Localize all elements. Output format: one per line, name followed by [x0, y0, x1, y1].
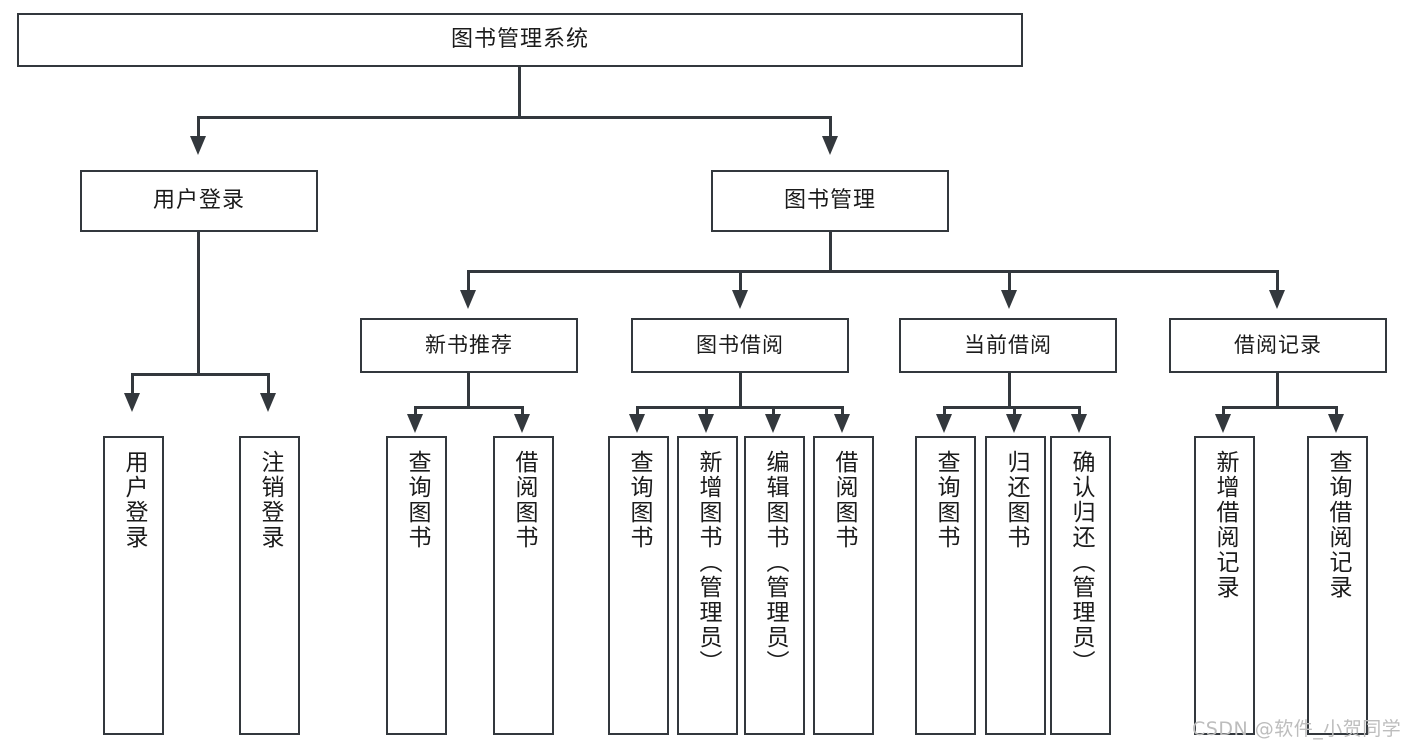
arrow-user-login [190, 136, 206, 155]
connector-drop-book-borrow [739, 270, 742, 292]
connector-borrow-record-stem [1276, 373, 1279, 408]
leaf-currentborrow-return-book[interactable]: 归还图书 [985, 436, 1046, 735]
node-current-borrow[interactable]: 当前借阅 [899, 318, 1117, 373]
connector-drop-new-book [467, 270, 470, 292]
node-label: 当前借阅 [964, 333, 1052, 358]
connector-user-login-bus [131, 373, 269, 376]
connector-drop-leaf-bookborrow-2 [705, 406, 708, 416]
connector-drop-leaf-bookborrow-1 [636, 406, 639, 416]
node-label: 新书推荐 [425, 333, 513, 358]
connector-drop-leaf-user-login-1 [131, 373, 134, 395]
node-label: 注销登录 [257, 450, 283, 550]
node-book-borrow[interactable]: 图书借阅 [631, 318, 849, 373]
connector-level1-bus [197, 116, 832, 119]
node-label: 用户登录 [152, 188, 245, 214]
node-label: 新增借阅记录 [1212, 450, 1238, 600]
connector-drop-user-login [197, 116, 200, 138]
connector-user-login-stem [197, 232, 200, 375]
connector-drop-leaf-currentborrow-3 [1078, 406, 1081, 416]
arrow-book-manage [822, 136, 838, 155]
connector-drop-leaf-bookborrow-4 [841, 406, 844, 416]
leaf-bookborrow-edit-book[interactable]: 编辑图书（管理员） [744, 436, 805, 735]
arrow-leaf-currentborrow-3 [1071, 414, 1087, 433]
connector-drop-leaf-newbook-1 [414, 406, 417, 416]
connector-current-borrow-bus [943, 406, 1078, 409]
node-label: 确认归还（管理员） [1068, 450, 1094, 675]
arrow-leaf-currentborrow-1 [936, 414, 952, 433]
arrow-leaf-user-login-1 [124, 393, 140, 412]
node-label: 查询图书 [626, 450, 652, 550]
leaf-newbook-query-book[interactable]: 查询图书 [386, 436, 447, 735]
connector-drop-book-manage [829, 116, 832, 138]
arrow-leaf-bookborrow-2 [698, 414, 714, 433]
arrow-leaf-bookborrow-3 [765, 414, 781, 433]
connector-drop-leaf-bookborrow-3 [772, 406, 775, 416]
leaf-newbook-borrow-book[interactable]: 借阅图书 [493, 436, 554, 735]
leaf-bookborrow-borrow-book[interactable]: 借阅图书 [813, 436, 874, 735]
node-borrow-record[interactable]: 借阅记录 [1169, 318, 1387, 373]
arrow-leaf-user-login-2 [260, 393, 276, 412]
arrow-leaf-borrowrecord-1 [1215, 414, 1231, 433]
arrow-new-book [460, 290, 476, 309]
node-root-system[interactable]: 图书管理系统 [17, 13, 1023, 67]
connector-drop-leaf-borrowrecord-2 [1335, 406, 1338, 416]
connector-drop-leaf-currentborrow-1 [943, 406, 946, 416]
connector-borrow-record-bus [1222, 406, 1338, 409]
connector-new-book-bus [414, 406, 524, 409]
arrow-leaf-borrowrecord-2 [1328, 414, 1344, 433]
leaf-bookborrow-query-book[interactable]: 查询图书 [608, 436, 669, 735]
leaf-user-login-logout[interactable]: 注销登录 [239, 436, 300, 735]
node-label: 图书管理系统 [450, 27, 589, 53]
connector-level2-bus [467, 270, 1279, 273]
arrow-leaf-currentborrow-2 [1006, 414, 1022, 433]
connector-book-borrow-stem [739, 373, 742, 408]
arrow-leaf-newbook-2 [514, 414, 530, 433]
leaf-borrowrecord-add-record[interactable]: 新增借阅记录 [1194, 436, 1255, 735]
connector-drop-leaf-newbook-2 [521, 406, 524, 416]
arrow-leaf-bookborrow-1 [629, 414, 645, 433]
node-label: 借阅记录 [1234, 333, 1322, 358]
node-label: 借阅图书 [831, 450, 857, 550]
arrow-current-borrow [1001, 290, 1017, 309]
arrow-borrow-record [1269, 290, 1285, 309]
connector-book-borrow-bus [636, 406, 844, 409]
leaf-borrowrecord-query-record[interactable]: 查询借阅记录 [1307, 436, 1368, 735]
node-label: 用户登录 [121, 450, 147, 550]
connector-drop-leaf-user-login-2 [267, 373, 270, 395]
node-label: 编辑图书（管理员） [762, 450, 788, 675]
connector-drop-leaf-borrowrecord-1 [1222, 406, 1225, 416]
node-label: 图书管理 [783, 188, 876, 214]
leaf-currentborrow-query-book[interactable]: 查询图书 [915, 436, 976, 735]
leaf-user-login-login[interactable]: 用户登录 [103, 436, 164, 735]
connector-drop-leaf-currentborrow-2 [1013, 406, 1016, 416]
leaf-currentborrow-confirm-return[interactable]: 确认归还（管理员） [1050, 436, 1111, 735]
node-user-login[interactable]: 用户登录 [80, 170, 318, 232]
node-label: 图书借阅 [696, 333, 784, 358]
connector-drop-borrow-record [1276, 270, 1279, 292]
leaf-bookborrow-add-book[interactable]: 新增图书（管理员） [677, 436, 738, 735]
connector-current-borrow-stem [1008, 373, 1011, 408]
connector-book-manage-stem [829, 232, 832, 272]
node-label: 新增图书（管理员） [695, 450, 721, 675]
arrow-leaf-bookborrow-4 [834, 414, 850, 433]
node-label: 借阅图书 [511, 450, 537, 550]
node-new-book-recommend[interactable]: 新书推荐 [360, 318, 578, 373]
arrow-leaf-newbook-1 [407, 414, 423, 433]
node-label: 查询借阅记录 [1325, 450, 1351, 600]
node-label: 查询图书 [933, 450, 959, 550]
arrow-book-borrow [732, 290, 748, 309]
connector-drop-current-borrow [1008, 270, 1011, 292]
node-book-manage[interactable]: 图书管理 [711, 170, 949, 232]
node-label: 归还图书 [1003, 450, 1029, 550]
connector-new-book-stem [467, 373, 470, 408]
node-label: 查询图书 [404, 450, 430, 550]
connector-root-stem [518, 67, 521, 117]
